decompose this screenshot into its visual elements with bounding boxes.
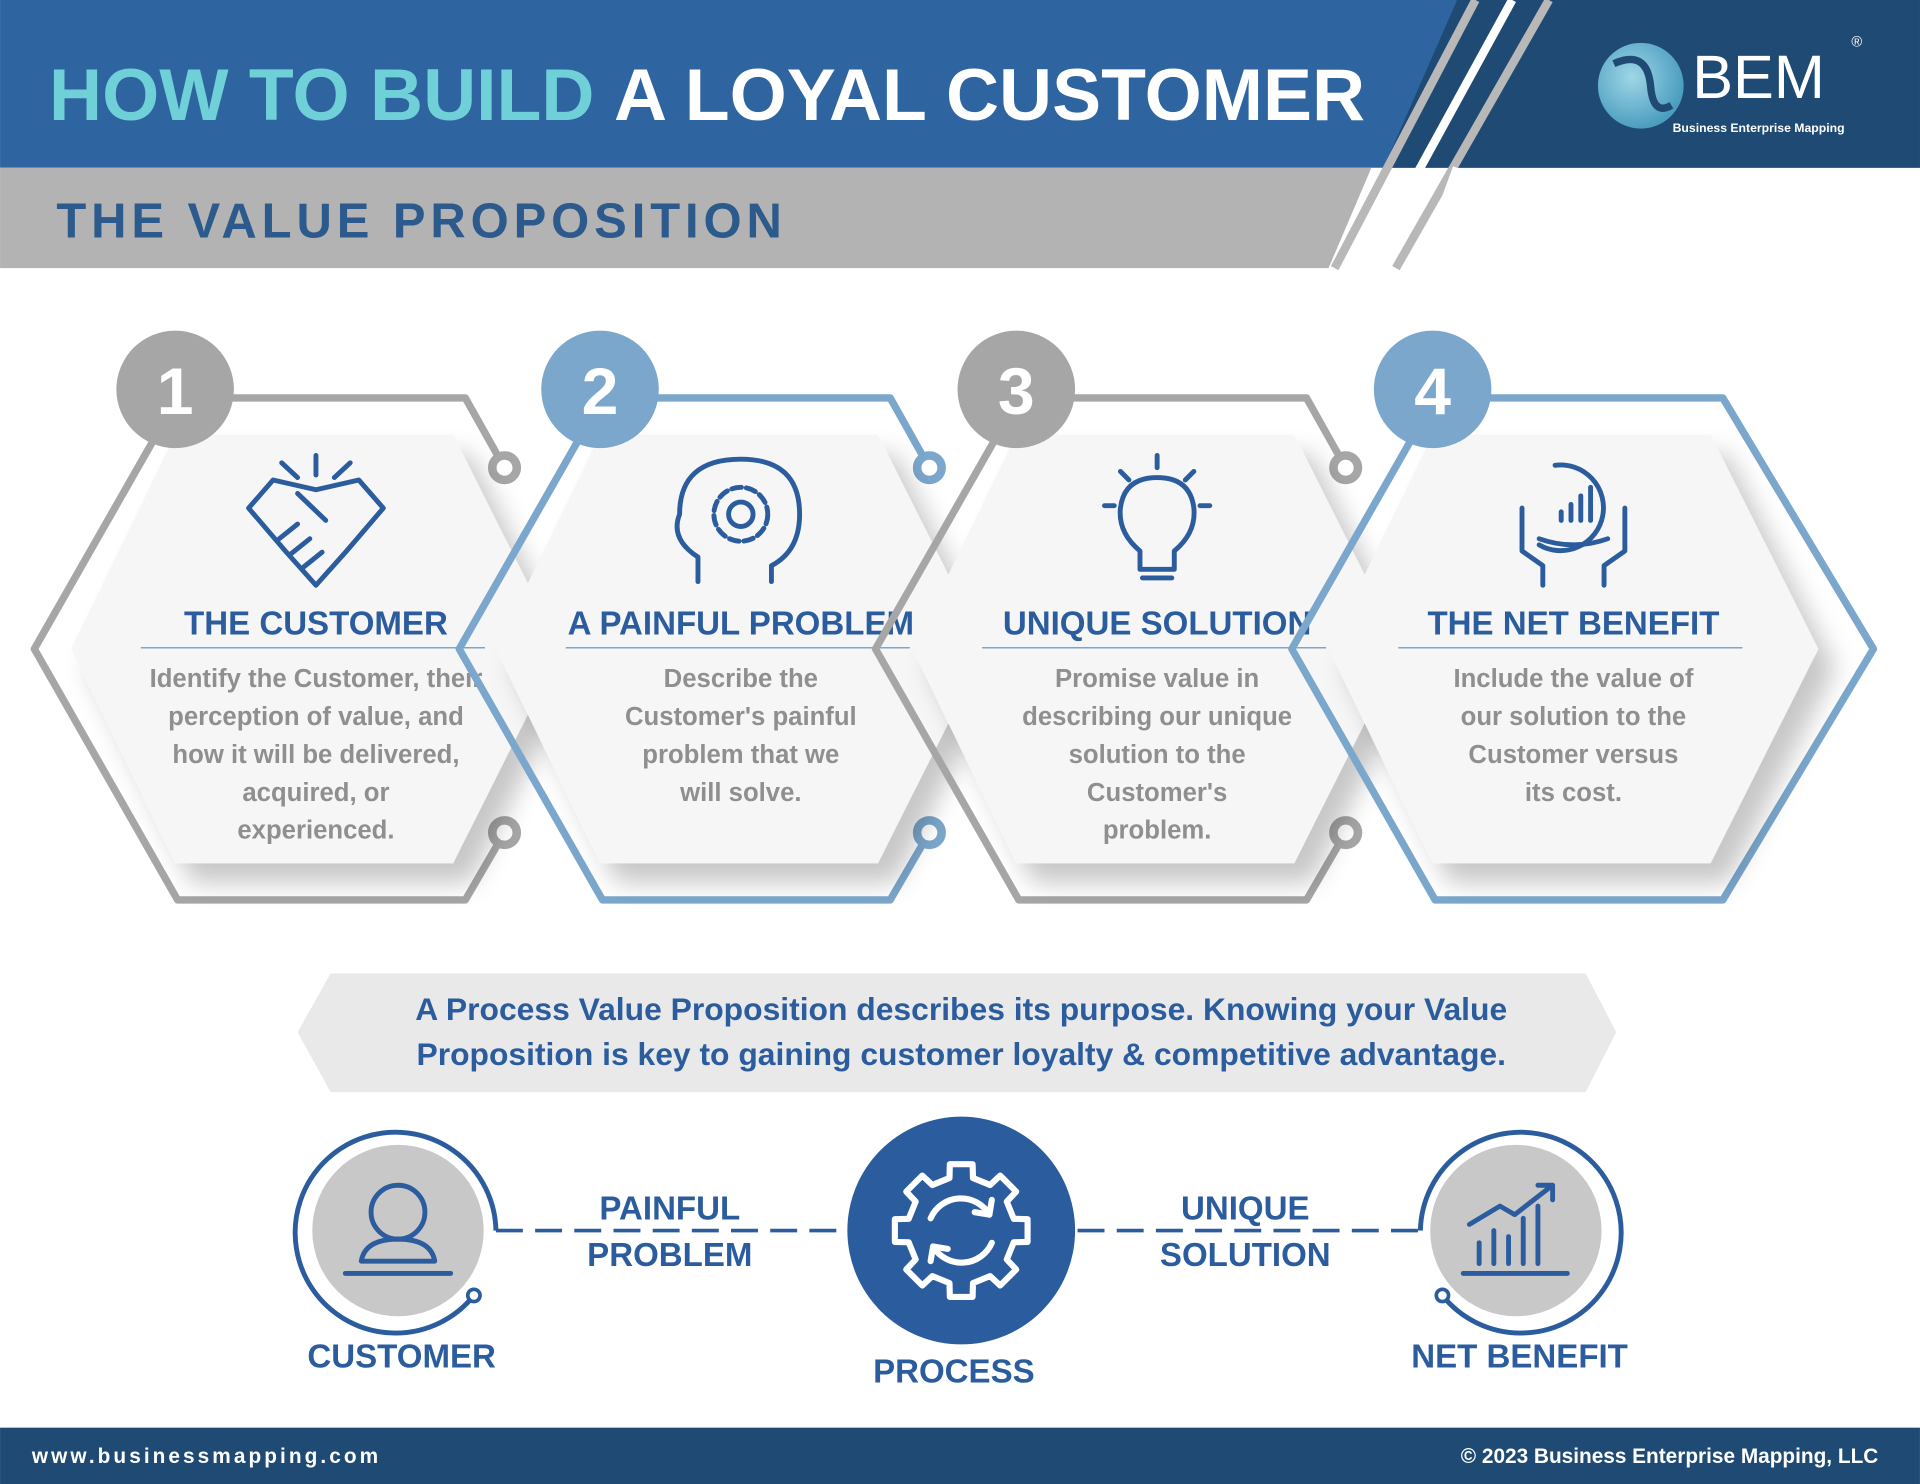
customer-label: CUSTOMER [307,1339,496,1376]
gear-refresh-icon [891,1161,1031,1300]
connector-node-icon [1329,451,1363,485]
growth-chart-icon [1460,1182,1570,1276]
step-number: 4 [1414,355,1451,429]
footer-url[interactable]: www.businessmapping.com [31,1445,381,1468]
head-gear-icon [674,456,803,585]
step-description-line: problem that we [642,741,839,769]
process-flow: CUSTOMER PAINFUL PROBLEM PROCESS UNIQUE … [292,1116,1628,1390]
page-subtitle: THE VALUE PROPOSITION [56,195,786,249]
step-card-2: 2 A PAINFUL PROBLEM Describe theCustomer's… [455,330,986,904]
banner-line-1: A Process Value Proposition describes it… [415,991,1507,1027]
connector-node-icon [1329,816,1363,850]
hexagon-outline [1288,394,1878,904]
step-description-line: Customer's [1087,779,1227,807]
step-description-line: describing our unique [1022,703,1292,731]
hexagon-panel [71,434,561,864]
connector-node-icon [912,816,946,850]
subtitle-band [0,167,1372,269]
step-description-line: how it will be delivered, [172,741,459,769]
painful-label-1: PAINFUL [599,1191,740,1228]
painful-label-2: PROBLEM [587,1237,752,1274]
step-description-line: acquired, or [242,779,389,807]
banner-shape [297,973,1617,1093]
step-description-line: experienced. [237,817,394,845]
step-title: UNIQUE SOLUTION [1003,605,1311,642]
step-number: 2 [582,355,619,429]
hexagon-outline [30,394,508,904]
decorative-stripes [1330,0,1553,271]
unique-label-2: SOLUTION [1160,1237,1331,1274]
step-description-line: Identify the Customer, their [150,665,483,693]
step-number-badge [541,330,659,449]
step-title: A PAINFUL PROBLEM [568,605,914,642]
step-description-line: problem. [1103,817,1212,845]
footer-copyright: © 2023 Business Enterprise Mapping, LLC [1461,1445,1879,1468]
step-description-line: Customer's painful [625,703,857,731]
hexagon-panel [1328,434,1819,864]
step-description-line: its cost. [1525,779,1622,807]
hands-chart-icon [1519,462,1628,588]
step-title: THE NET BENEFIT [1427,605,1719,642]
step-number-badge [957,330,1076,449]
banner-line-2: Proposition is key to gaining customer l… [416,1036,1505,1072]
connector-node-icon [487,451,522,485]
lightbulb-icon [1102,453,1213,581]
connector-node-icon [912,451,946,485]
customer-node: CUSTOMER [292,1129,499,1376]
step-title: THE CUSTOMER [184,605,448,642]
step-description-line: Describe the [664,665,818,693]
logo-mark-icon [1597,42,1684,129]
unique-label-1: UNIQUE [1181,1191,1310,1228]
bem-logo: BEM ® Business Enterprise Mapping [1597,35,1862,135]
step-number: 1 [157,355,194,429]
step-description-line: our solution to the [1461,703,1687,731]
step-number: 3 [998,355,1035,429]
process-node: PROCESS [847,1116,1076,1390]
person-icon [342,1182,454,1276]
step-description-line: solution to the [1069,741,1246,769]
step-description-line: will solve. [679,779,801,807]
footer: www.businessmapping.com © 2023 Business … [0,1427,1920,1484]
hexagon-panel [495,434,986,864]
process-label: PROCESS [873,1353,1035,1390]
net-benefit-node: NET BENEFIT [1411,1129,1628,1376]
step-description-line: Customer versus [1468,741,1678,769]
handshake-icon [246,453,386,588]
step-number-badge [116,330,234,449]
hexagon-panel [912,434,1403,864]
connector-node-icon [487,816,522,850]
step-description-line: perception of value, and [168,703,464,731]
step-description-line: Include the value of [1453,665,1693,693]
net-benefit-label: NET BENEFIT [1411,1339,1628,1376]
logo-wordmark: BEM [1692,43,1825,111]
step-number-badge [1373,330,1492,449]
hexagon-outline [871,394,1349,904]
logo-registered: ® [1851,35,1862,51]
hexagon-outline [455,394,933,904]
logo-tagline: Business Enterprise Mapping [1673,121,1845,135]
value-banner: A Process Value Proposition describes it… [297,973,1617,1093]
step-description-line: Promise value in [1055,665,1259,693]
